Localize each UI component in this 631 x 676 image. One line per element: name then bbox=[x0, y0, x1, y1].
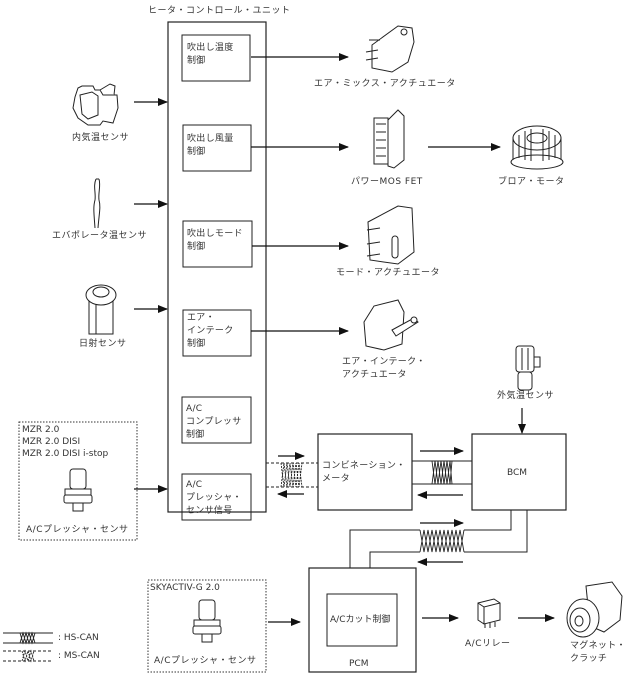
skyactiv-pressure-sensor-label: A/Cプレッシャ・センサ bbox=[154, 656, 257, 666]
mzr-pressure-sensor-label: A/Cプレッシャ・センサ bbox=[26, 525, 129, 535]
block-intake-box bbox=[182, 309, 252, 357]
intake-actuator-label: エア・インテーク・ アクチュエータ bbox=[342, 357, 426, 380]
block-temp-box bbox=[181, 34, 251, 82]
legend-hs-can-symbol bbox=[3, 631, 53, 645]
ac-relay-label: A/Cリレー bbox=[465, 639, 511, 649]
skyactiv-variant: SKYACTIV-G 2.0 bbox=[150, 583, 220, 593]
pcm-box bbox=[308, 567, 417, 673]
mode-actuator-icon bbox=[366, 205, 415, 265]
cabin-temp-sensor-label: 内気温センサ bbox=[72, 133, 130, 143]
ambient-temp-sensor-icon bbox=[515, 345, 541, 391]
hs-can-twist-1 bbox=[431, 460, 453, 485]
block-press-box bbox=[181, 473, 252, 521]
block-press-label: A/C プレッシャ・ センサ信号 bbox=[186, 480, 242, 516]
legend-ms-can-symbol bbox=[3, 649, 53, 663]
airmix-actuator-label: エア・ミックス・アクチュエータ bbox=[314, 79, 456, 89]
evap-temp-sensor-label: エバポレータ温センサ bbox=[52, 231, 148, 241]
legend-ms-can-label: : MS-CAN bbox=[58, 651, 100, 661]
power-mosfet-icon bbox=[373, 109, 405, 169]
ac-cut-box bbox=[326, 593, 398, 647]
combination-meter-box bbox=[317, 433, 413, 511]
cabin-temp-sensor-icon bbox=[72, 83, 119, 126]
heater-control-unit-title: ヒータ・コントロール・ユニット bbox=[148, 6, 291, 16]
blower-motor-label: ブロア・モータ bbox=[498, 177, 565, 187]
combination-meter-label: コンビネーション・ メータ bbox=[322, 461, 406, 484]
block-temp-label: 吹出し温度 制御 bbox=[187, 43, 234, 66]
block-intake-label: エア・ インテーク 制御 bbox=[187, 313, 234, 349]
block-comp-box bbox=[181, 396, 252, 444]
block-fan-box bbox=[182, 124, 252, 172]
mzr-pressure-group-box bbox=[18, 421, 138, 541]
mzr-variant-1: MZR 2.0 bbox=[22, 425, 60, 435]
mode-actuator-label: モード・アクチュエータ bbox=[336, 268, 441, 278]
heater-control-unit-box bbox=[167, 21, 267, 513]
solar-sensor-label: 日射センサ bbox=[79, 339, 127, 349]
block-mode-box bbox=[182, 220, 253, 268]
bcm-label: BCM bbox=[507, 468, 528, 478]
intake-actuator-icon bbox=[363, 299, 419, 351]
mzr-variant-2: MZR 2.0 DISI bbox=[22, 437, 81, 447]
block-mode-label: 吹出しモード 制御 bbox=[187, 229, 243, 252]
skyactiv-pressure-sensor-icon bbox=[192, 599, 222, 643]
airmix-actuator-icon bbox=[365, 25, 415, 73]
mzr-pressure-sensor-icon bbox=[63, 468, 93, 512]
ms-can-twist bbox=[280, 462, 303, 488]
mzr-variant-3: MZR 2.0 DISI i-stop bbox=[22, 449, 109, 459]
magnet-clutch-label: マグネット・ クラッチ bbox=[570, 641, 626, 664]
evaporator-temp-sensor-icon bbox=[93, 178, 101, 229]
solar-sensor-icon bbox=[85, 284, 117, 335]
ac-relay-icon bbox=[477, 598, 501, 628]
pcm-label: PCM bbox=[349, 659, 369, 669]
ambient-temp-sensor-label: 外気温センサ bbox=[497, 391, 555, 401]
magnet-clutch-icon bbox=[566, 581, 623, 638]
legend-hs-can-label: : HS-CAN bbox=[58, 633, 99, 643]
blower-motor-icon bbox=[510, 125, 564, 170]
bcm-box bbox=[471, 433, 567, 511]
block-comp-label: A/C コンプレッサ 制御 bbox=[186, 404, 242, 440]
power-mosfet-label: パワーMOS FET bbox=[351, 177, 423, 187]
hs-can-twist-2 bbox=[419, 529, 465, 553]
block-fan-label: 吹出し風量 制御 bbox=[187, 134, 234, 157]
ac-cut-label: A/Cカット制御 bbox=[330, 615, 391, 625]
